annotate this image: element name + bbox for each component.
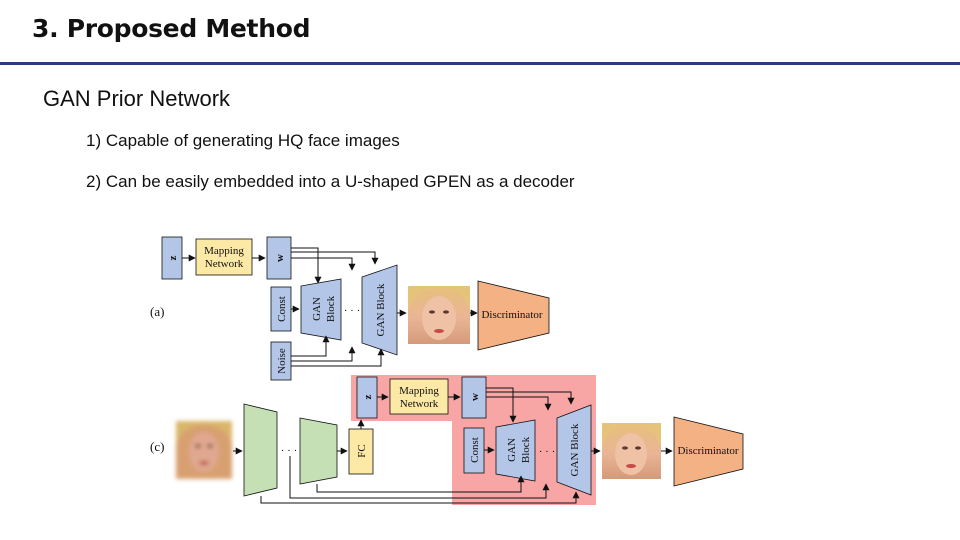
a-mapping-line1: Mapping — [204, 245, 244, 257]
c-mapping-network-box — [389, 378, 449, 415]
c-encoder-block-1 — [243, 403, 278, 497]
a-z-text: z — [167, 255, 179, 260]
a-const-text: Const — [276, 296, 288, 322]
c-gan-block-line2: Block — [520, 436, 532, 463]
c-gan-block-full: GAN Block — [569, 423, 581, 476]
c-w-branch-3 — [486, 391, 575, 405]
a-noise-branch-1 — [291, 335, 330, 357]
a-generated-face-image — [408, 286, 470, 344]
a-gan-block-line1: GAN — [311, 297, 323, 321]
a-noise-branch-2 — [291, 346, 356, 362]
a-w-box — [266, 236, 292, 280]
a-noise-branch-3 — [291, 348, 385, 367]
bullet-embedded: 2) Can be easily embedded into a U-shape… — [86, 172, 575, 191]
a-gan-block-small — [300, 278, 342, 341]
a-noise-text: Noise — [276, 348, 288, 374]
diagram-c: (c) · · · FC z Mapping Ne — [150, 375, 744, 505]
c-skip-connection-middle — [289, 456, 550, 499]
c-dots-encoder: · · · — [281, 445, 298, 457]
c-degraded-face-image — [176, 421, 232, 479]
a-mapping-line2: Network — [205, 258, 244, 270]
bullet-capable: 1) Capable of generating HQ face images — [86, 131, 400, 150]
c-w-branch-2 — [486, 396, 552, 411]
a-gan-block-line2: Block — [325, 295, 337, 322]
a-w-branch-1 — [291, 247, 322, 284]
c-mapping-line2: Network — [400, 398, 439, 410]
c-gan-block-small — [495, 419, 536, 482]
c-w-text: w — [469, 393, 481, 401]
diagram-c-label: (c) — [150, 439, 164, 454]
a-w-branch-3 — [291, 251, 379, 265]
c-discriminator — [673, 416, 744, 487]
a-w-text: w — [274, 254, 286, 262]
c-skip-connection-outer — [260, 491, 580, 504]
c-skip-connection-inner — [316, 475, 525, 493]
c-mapping-line1: Mapping — [399, 385, 439, 397]
slide-title: 3. Proposed Method — [32, 14, 311, 43]
c-fc-text: FC — [356, 444, 368, 457]
a-discriminator — [477, 280, 550, 351]
c-z-text: z — [362, 394, 374, 399]
c-encoder-block-2 — [299, 417, 338, 485]
c-gan-block-large — [556, 404, 592, 496]
title-rule — [0, 62, 960, 65]
a-mapping-network-box — [195, 238, 253, 276]
diagram-a-label: (a) — [150, 304, 164, 319]
diagram-a: (a) z Mapping Network w Const GAN Block … — [150, 236, 550, 381]
a-gan-block-full: GAN Block — [375, 283, 387, 336]
c-w-branch-1 — [486, 387, 517, 423]
a-w-branch-2 — [291, 257, 356, 271]
c-dots-decoder: · · · — [539, 446, 556, 458]
c-gan-block-line1: GAN — [506, 438, 518, 462]
a-gan-block-large — [361, 264, 398, 356]
c-restored-face-image — [602, 423, 661, 479]
section-heading: GAN Prior Network — [43, 86, 231, 111]
c-const-text: Const — [469, 437, 481, 463]
a-dots: · · · — [344, 305, 361, 317]
c-fc-box — [348, 428, 374, 475]
c-discriminator-text: Discriminator — [677, 445, 738, 457]
a-discriminator-text: Discriminator — [481, 309, 542, 321]
